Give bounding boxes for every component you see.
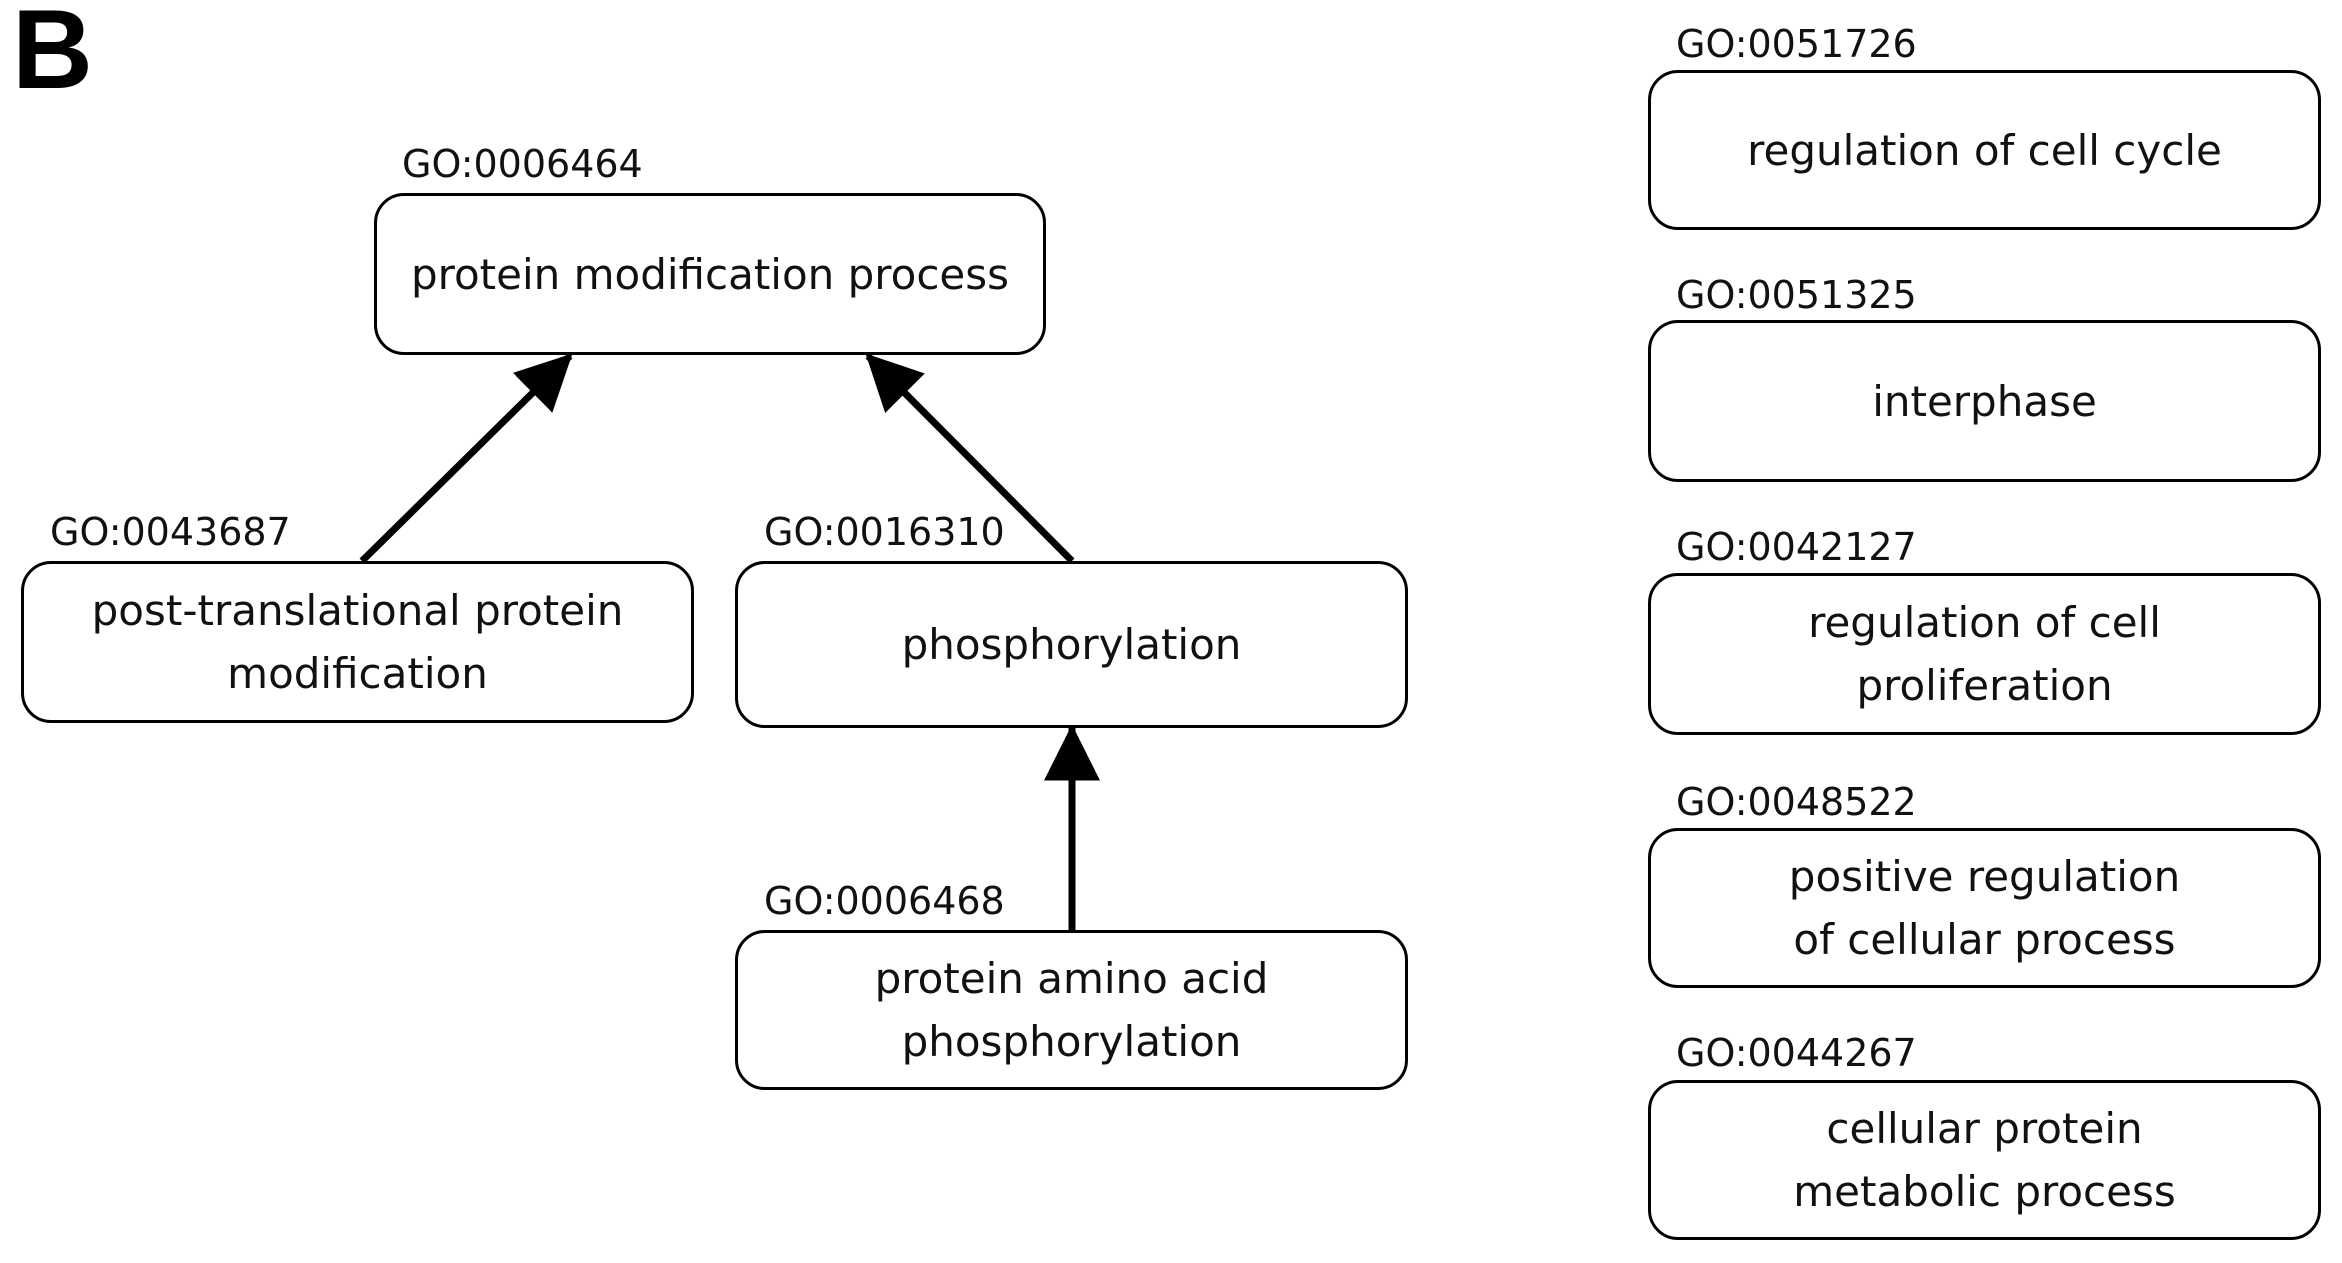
node-label: protein amino acid phosphorylation xyxy=(874,954,1269,1066)
go-id-protein-modification-process: GO:0006464 xyxy=(402,142,643,186)
node-label: regulation of cell proliferation xyxy=(1808,598,2161,710)
edge-post-translational-to-protein-modification xyxy=(359,353,573,564)
node-label: phosphorylation xyxy=(901,620,1242,669)
node-interphase: interphase xyxy=(1648,320,2321,482)
node-protein-amino-acid-phosphorylation: protein amino acid phosphorylation xyxy=(735,930,1408,1090)
edge-phosphorylation-to-protein-modification xyxy=(865,353,1075,564)
go-id-regulation-of-cell-proliferation: GO:0042127 xyxy=(1676,525,1917,569)
node-label: post-translational protein modification xyxy=(91,586,624,698)
node-phosphorylation: phosphorylation xyxy=(735,561,1408,728)
go-id-cellular-protein-metabolic-process: GO:0044267 xyxy=(1676,1031,1917,1075)
node-regulation-of-cell-cycle: regulation of cell cycle xyxy=(1648,70,2321,230)
go-id-regulation-of-cell-cycle: GO:0051726 xyxy=(1676,22,1917,66)
go-id-positive-regulation-of-cellular-process: GO:0048522 xyxy=(1676,780,1917,824)
node-protein-modification-process: protein modification process xyxy=(374,193,1046,355)
node-label: regulation of cell cycle xyxy=(1747,125,2222,175)
go-id-phosphorylation: GO:0016310 xyxy=(764,510,1005,554)
go-id-protein-amino-acid-phosphorylation: GO:0006468 xyxy=(764,879,1005,923)
node-label: positive regulation of cellular process xyxy=(1788,852,2181,964)
node-label: cellular protein metabolic process xyxy=(1793,1104,2176,1216)
node-positive-regulation-of-cellular-process: positive regulation of cellular process xyxy=(1648,828,2321,988)
go-id-post-translational-protein-modification: GO:0043687 xyxy=(50,510,291,554)
go-id-interphase: GO:0051325 xyxy=(1676,273,1917,317)
node-regulation-of-cell-proliferation: regulation of cell proliferation xyxy=(1648,573,2321,735)
panel-label: B xyxy=(12,0,93,112)
node-label: interphase xyxy=(1872,376,2097,426)
node-cellular-protein-metabolic-process: cellular protein metabolic process xyxy=(1648,1080,2321,1240)
node-post-translational-protein-modification: post-translational protein modification xyxy=(21,561,694,723)
node-label: protein modification process xyxy=(410,249,1010,299)
